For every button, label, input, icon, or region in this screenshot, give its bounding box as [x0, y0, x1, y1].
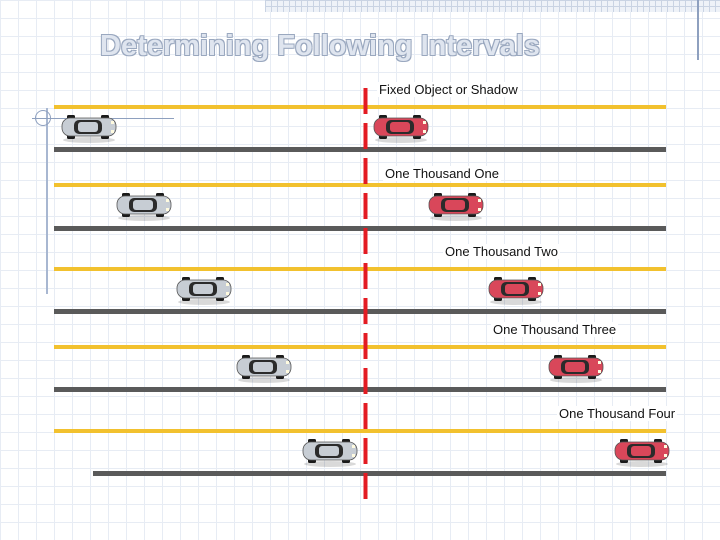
silver-car-icon	[236, 354, 292, 383]
silver-car-icon	[176, 276, 232, 305]
slide-title: Determining Following Intervals	[100, 30, 540, 62]
label-one-thousand-three: One Thousand Three	[491, 322, 619, 337]
red-car-icon	[488, 276, 544, 305]
lane-line-yellow	[54, 429, 666, 433]
lane-line-gray	[54, 309, 666, 314]
lane-line-yellow	[54, 345, 666, 349]
lane-line-yellow	[54, 183, 666, 187]
lane-line-gray	[93, 471, 666, 476]
red-car-icon	[548, 354, 604, 383]
decorative-rule	[697, 0, 699, 60]
reference-dashed-line	[363, 88, 368, 500]
silver-car-icon	[116, 192, 172, 221]
decorative-circle	[35, 110, 51, 126]
silver-car-icon	[302, 438, 358, 467]
red-car-icon	[428, 192, 484, 221]
silver-car-icon	[61, 114, 117, 143]
decorative-band	[265, 0, 720, 12]
red-car-icon	[373, 114, 429, 143]
label-one-thousand-one: One Thousand One	[383, 166, 501, 181]
red-car-icon	[614, 438, 670, 467]
lane-line-yellow	[54, 105, 666, 109]
lane-line-yellow	[54, 267, 666, 271]
label-one-thousand-four: One Thousand Four	[557, 406, 678, 421]
label-one-thousand-two: One Thousand Two	[443, 244, 560, 259]
decorative-rule	[46, 108, 48, 294]
label-fixed-object: Fixed Object or Shadow	[377, 82, 520, 97]
lane-line-gray	[54, 226, 666, 231]
lane-line-gray	[54, 387, 666, 392]
lane-line-gray	[54, 147, 666, 152]
